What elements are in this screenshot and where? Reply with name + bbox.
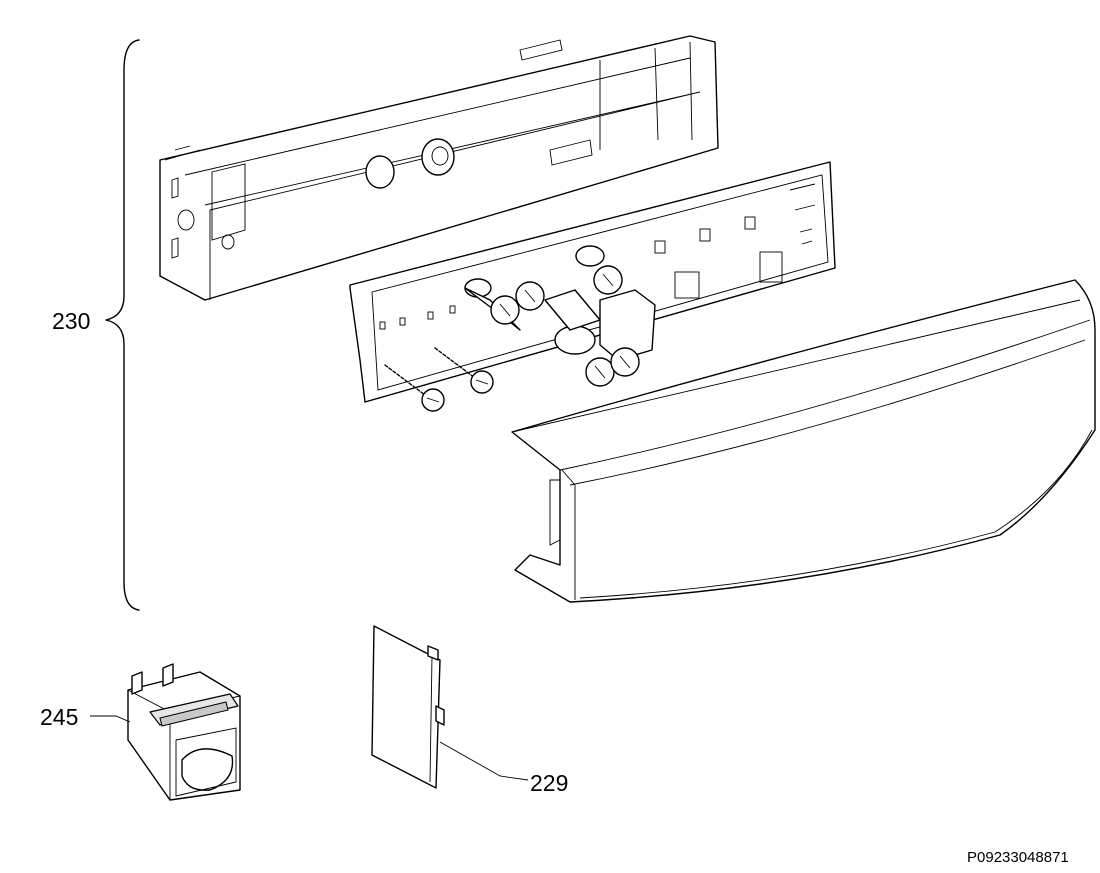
label-switch: 245 [40, 704, 78, 730]
leader-245 [90, 715, 131, 723]
small-cover [371, 625, 445, 789]
control-frame [159, 35, 719, 301]
label-assembly: 230 [52, 308, 90, 334]
label-cover: 229 [530, 770, 568, 796]
rocker-switch [127, 663, 241, 801]
front-panel [511, 279, 1096, 603]
leader-229 [439, 741, 529, 781]
circuit-board [349, 161, 836, 403]
reference-code: P09233048871 [967, 849, 1069, 866]
assembly-brace [105, 39, 140, 611]
screw-right [434, 347, 494, 394]
screw-left [384, 364, 445, 412]
